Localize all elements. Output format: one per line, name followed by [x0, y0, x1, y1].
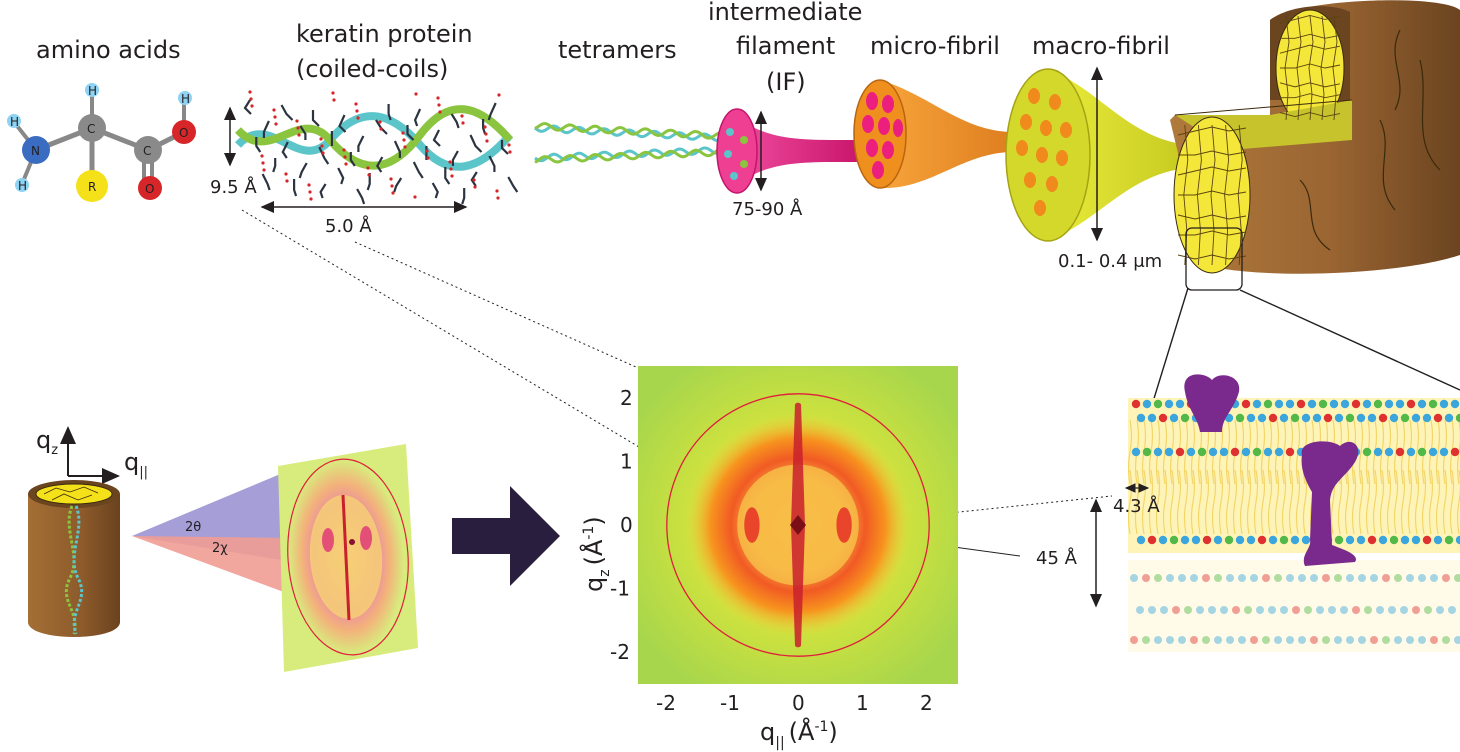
keratin-width-label: 5.0 Å — [325, 215, 372, 237]
atom-o-right — [172, 120, 196, 144]
detector-plate — [278, 444, 418, 672]
label-keratin-2: (coiled-coils) — [296, 55, 448, 83]
atom-r-label: R — [88, 180, 96, 194]
qz-label: qz — [36, 426, 58, 458]
equatorial-peak-right — [836, 507, 852, 543]
diffraction-y-axis-label: qz(Å-1) — [579, 516, 613, 592]
atom-h-top-label: H — [88, 84, 97, 98]
diffraction-plot: -2 -1 0 1 2 2 1 0 -1 -2 q||(Å-1) qz(Å-1) — [579, 366, 958, 751]
x-tick-label: 2 — [920, 691, 933, 715]
qpar-label: q|| — [124, 448, 148, 480]
atom-h-left-bottom — [15, 178, 29, 192]
atom-h-left-top — [7, 114, 21, 128]
atom-n-label: N — [31, 144, 40, 158]
atom-c-carboxyl — [134, 136, 162, 164]
diffraction-y-ticks: 2 1 0 -1 -2 — [610, 386, 633, 664]
atom-c-carboxyl-label: C — [143, 144, 151, 158]
zoom-line-left — [1147, 287, 1189, 419]
atom-c-alpha-label: C — [87, 122, 95, 136]
x-tick-label: 0 — [792, 691, 805, 715]
label-if-2: filament — [736, 32, 835, 60]
bilayer-thickness-label: 45 Å — [1036, 547, 1078, 569]
membrane-protein-2 — [1301, 441, 1359, 566]
x-tick-label: -1 — [720, 691, 740, 715]
atom-o-right-label: O — [179, 126, 188, 140]
atom-h-right-label: H — [181, 92, 190, 106]
label-keratin-1: keratin protein — [296, 20, 473, 48]
beam-stop — [790, 515, 806, 535]
y-tick-label: 2 — [620, 386, 633, 410]
equatorial-peak-left — [744, 507, 760, 543]
x-tick-label: -2 — [656, 691, 676, 715]
if-diameter-label: 75-90 Å — [732, 198, 803, 220]
y-tick-label: -1 — [610, 577, 630, 601]
macro-fibril — [1005, 68, 1210, 242]
atom-r — [76, 170, 108, 202]
atom-h-left-bottom-label: H — [18, 179, 27, 193]
y-tick-label: -2 — [610, 640, 630, 664]
keratin-height-label: 9.5 Å — [210, 176, 257, 198]
reference-circle — [666, 393, 930, 657]
hair-cylinder — [28, 480, 120, 637]
atom-o-bottom-label: O — [145, 182, 154, 196]
label-if-3: (IF) — [766, 68, 806, 96]
amino-acid-molecule: H H H H N C C O O R — [7, 83, 196, 202]
atom-n — [22, 136, 50, 164]
tetramer-helices — [534, 121, 726, 164]
label-2chi: 2χ — [212, 541, 228, 556]
label-macro-fibril: macro-fibril — [1032, 32, 1170, 60]
atom-o-bottom — [138, 176, 162, 200]
label-2theta: 2θ — [185, 520, 201, 535]
atom-h-top — [85, 83, 99, 97]
diffraction-x-axis-label: q||(Å-1) — [760, 717, 838, 751]
y-tick-label: 0 — [620, 513, 633, 537]
zoom-line-right — [1239, 289, 1460, 391]
diffraction-x-ticks: -2 -1 0 1 2 — [656, 691, 933, 715]
micro-fibril — [853, 79, 1040, 189]
macro-fibril-diameter-label: 0.1- 0.4 μm — [1058, 251, 1162, 272]
membrane-protein-1 — [1184, 374, 1240, 432]
atom-c-alpha — [78, 114, 106, 142]
process-arrow — [452, 486, 560, 586]
intermediate-filament — [716, 108, 860, 194]
label-amino-acids: amino acids — [36, 36, 181, 64]
lipid-spacing-label: 4.3 Å — [1113, 495, 1160, 517]
keratin-coiled-coil — [235, 90, 519, 205]
zoom-box — [1185, 227, 1243, 291]
label-if-1: intermediate — [708, 0, 862, 26]
label-micro-fibril: micro-fibril — [870, 32, 1000, 60]
atom-h-right — [178, 91, 192, 105]
axis-glyph: qz q|| — [36, 426, 148, 484]
beam-2chi — [132, 536, 300, 598]
atom-h-left-top-label: H — [10, 115, 19, 129]
label-tetramers: tetramers — [558, 36, 677, 64]
hair-cutaway — [1170, 0, 1460, 291]
y-tick-label: 1 — [620, 449, 633, 473]
lipid-bilayer — [1127, 374, 1460, 652]
x-tick-label: 1 — [856, 691, 869, 715]
